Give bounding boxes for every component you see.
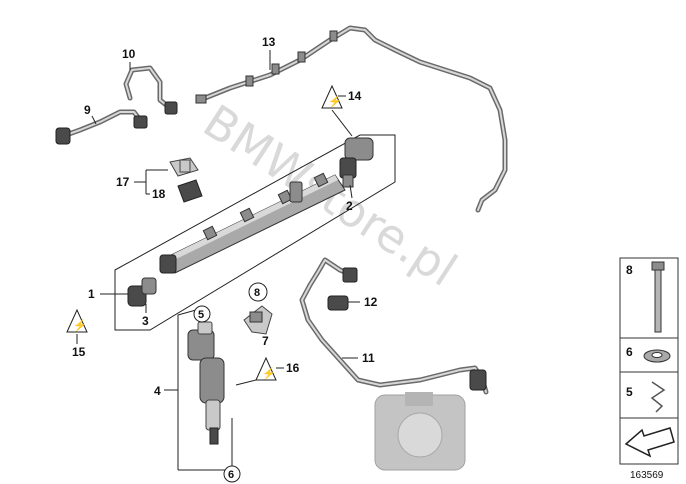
svg-text:6: 6 xyxy=(228,469,234,481)
high-pressure-pump xyxy=(374,392,466,471)
callout-13: 13 xyxy=(262,35,276,70)
callout-4: 4 xyxy=(154,384,178,398)
legend-item-bolt: 8 xyxy=(626,261,665,333)
part-11-pipe xyxy=(299,257,489,395)
svg-text:11: 11 xyxy=(362,351,375,365)
legend-item-arrow xyxy=(624,427,675,458)
part-10-pipe xyxy=(123,65,178,115)
svg-text:16: 16 xyxy=(286,361,300,375)
part-13-line-harness xyxy=(195,25,508,213)
part-18-bracket xyxy=(177,179,203,203)
callout-2: 2 xyxy=(346,184,353,213)
legend-item-clip: 5 xyxy=(626,381,666,413)
part-1-rail xyxy=(159,172,346,274)
svg-text:⚡: ⚡ xyxy=(262,367,276,380)
callout-3: 3 xyxy=(142,304,149,328)
part-2-pressure-sensor xyxy=(339,137,374,188)
svg-text:18: 18 xyxy=(152,187,166,201)
svg-text:⚡: ⚡ xyxy=(328,95,342,108)
svg-text:5: 5 xyxy=(626,385,633,399)
part-12-clamp xyxy=(327,295,349,311)
svg-text:8: 8 xyxy=(626,263,633,277)
svg-text:4: 4 xyxy=(154,384,161,398)
svg-text:12: 12 xyxy=(364,295,378,309)
svg-text:17: 17 xyxy=(116,175,130,189)
bolt-icon xyxy=(651,261,665,333)
svg-text:7: 7 xyxy=(262,334,269,348)
part-9-pipe xyxy=(55,109,148,145)
diagram-number: 163569 xyxy=(630,470,664,481)
svg-text:2: 2 xyxy=(346,199,353,213)
part-4-injector xyxy=(187,321,225,445)
callout-6: 6 xyxy=(223,465,241,483)
svg-text:5: 5 xyxy=(198,309,204,321)
legend-panel: 8 6 5 163569 xyxy=(619,257,679,481)
callout-9: 9 xyxy=(84,103,97,125)
legend-item-washer: 6 xyxy=(626,345,671,363)
clip-icon xyxy=(650,381,666,413)
warning-triangle-icon: ⚡ 15 xyxy=(66,308,88,359)
part-17-bracket xyxy=(169,157,199,177)
svg-text:10: 10 xyxy=(122,47,136,61)
svg-text:8: 8 xyxy=(254,287,260,299)
callout-5: 5 xyxy=(193,305,211,323)
svg-text:14: 14 xyxy=(348,89,362,103)
warning-triangle-icon: ⚡ 14 xyxy=(321,84,362,137)
callout-7: 7 xyxy=(262,334,269,348)
svg-text:9: 9 xyxy=(84,103,91,117)
svg-text:6: 6 xyxy=(626,345,633,359)
callout-17: 17 xyxy=(116,169,168,194)
warning-triangle-icon: ⚡ 16 xyxy=(235,356,300,386)
svg-text:15: 15 xyxy=(72,345,86,359)
callout-8: 8 xyxy=(248,282,268,302)
callout-10: 10 xyxy=(122,47,136,70)
svg-text:3: 3 xyxy=(142,314,149,328)
callout-18: 18 xyxy=(146,187,166,201)
callout-1: 1 xyxy=(88,287,128,301)
part-3-valve xyxy=(127,277,157,307)
group-1-outline xyxy=(114,134,396,331)
svg-text:1: 1 xyxy=(88,287,95,301)
callout-11: 11 xyxy=(342,351,375,365)
arrow-icon xyxy=(624,427,675,458)
callout-12: 12 xyxy=(348,295,378,309)
svg-text:⚡: ⚡ xyxy=(73,319,87,332)
svg-text:13: 13 xyxy=(262,35,276,49)
part-7-claw xyxy=(243,305,273,335)
washer-icon xyxy=(643,349,671,363)
